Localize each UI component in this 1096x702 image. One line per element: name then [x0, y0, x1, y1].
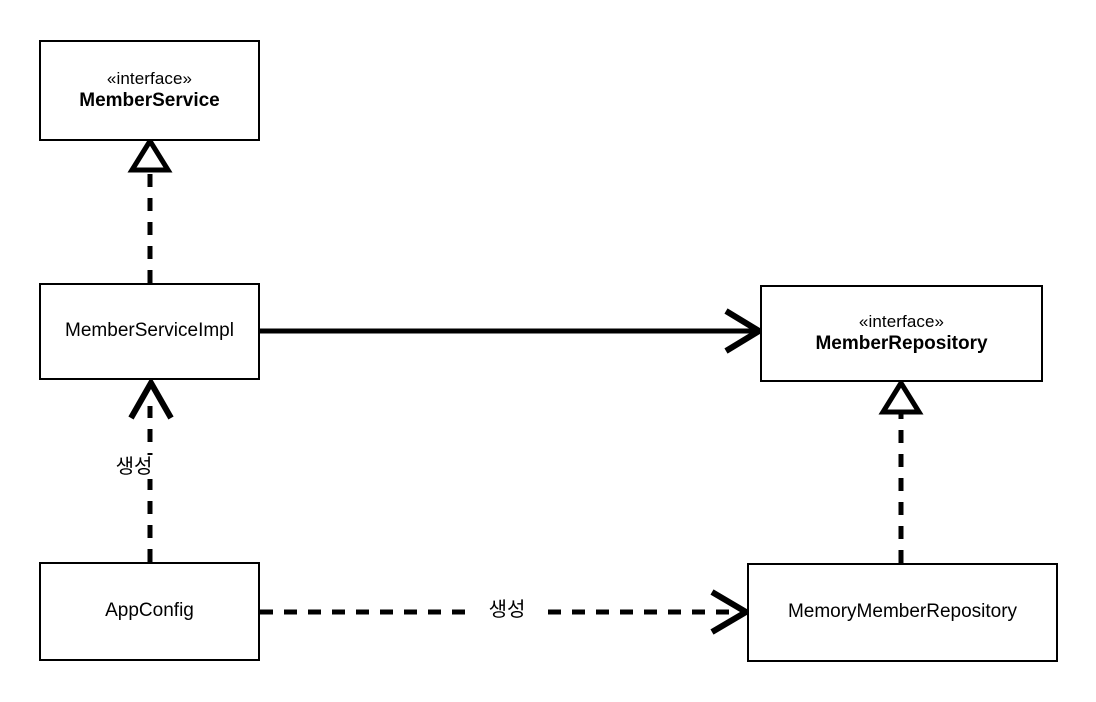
- class-box-member-repository[interactable]: «interface» MemberRepository: [760, 285, 1043, 382]
- class-name-label: AppConfig: [105, 600, 194, 622]
- edge-label-creates-vertical: 생성: [95, 455, 173, 479]
- edge-label-creates-horizontal: 생성: [468, 598, 546, 622]
- open-v-arrowhead: [724, 308, 765, 354]
- stereotype-label: «interface»: [106, 68, 193, 88]
- class-name-label: MemberService: [79, 89, 220, 111]
- class-name-label: MemberServiceImpl: [65, 320, 234, 342]
- stereotype-label: «interface»: [858, 311, 945, 331]
- open-v-arrowhead: [710, 589, 752, 635]
- class-box-member-service[interactable]: «interface» MemberService: [39, 40, 260, 141]
- class-box-app-config[interactable]: AppConfig: [39, 562, 260, 661]
- hollow-triangle-arrowhead: [878, 378, 924, 415]
- hollow-triangle-arrowhead: [127, 136, 173, 173]
- edge-memory-realizes-repository: [878, 378, 924, 563]
- edge-impl-realizes-service: [127, 136, 173, 283]
- class-name-label: MemberRepository: [815, 332, 988, 354]
- open-v-arrowhead: [128, 376, 174, 420]
- class-box-memory-member-repository[interactable]: MemoryMemberRepository: [747, 563, 1058, 662]
- class-box-member-service-impl[interactable]: MemberServiceImpl: [39, 283, 260, 380]
- edge-impl-uses-repository: [260, 308, 765, 354]
- class-name-label: MemoryMemberRepository: [787, 601, 1018, 623]
